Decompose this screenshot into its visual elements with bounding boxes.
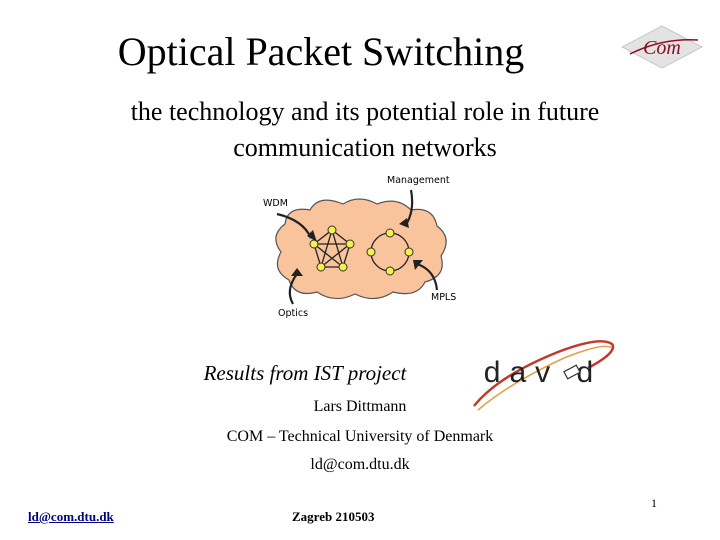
david-logo-text: dav d (484, 356, 602, 389)
label-management: Management (387, 175, 450, 186)
star-nodes (309, 225, 355, 272)
slide-title: Optical Packet Switching (0, 28, 720, 76)
com-logo: Com (620, 25, 704, 69)
footer-center-text: Zagreb 210503 (292, 509, 375, 524)
results-line: Results from IST project (130, 358, 490, 388)
label-wdm: WDM (263, 198, 288, 209)
affiliation: COM – Technical University of Denmark (226, 428, 494, 445)
label-mpls: MPLS (431, 292, 456, 303)
author-name: Lars Dittmann (313, 398, 407, 415)
network-diagram: WDM Management Optics MPLS (263, 175, 456, 319)
cloud-shape (275, 198, 447, 300)
page-number: 1 (651, 496, 657, 510)
author-email: ld@com.dtu.dk (310, 456, 410, 473)
slide-subtitle: the technology and its potential role in… (130, 97, 600, 162)
results-line-text: Results from IST project (203, 361, 407, 385)
com-logo-text: Com (643, 37, 681, 59)
label-optics: Optics (278, 308, 308, 319)
david-logo: dav d (473, 340, 615, 411)
ring-nodes (366, 228, 414, 276)
footer-email-link[interactable]: ld@com.dtu.dk (28, 509, 114, 524)
star-topology (313, 229, 351, 268)
slide-title-text: Optical Packet Switching (117, 29, 525, 74)
